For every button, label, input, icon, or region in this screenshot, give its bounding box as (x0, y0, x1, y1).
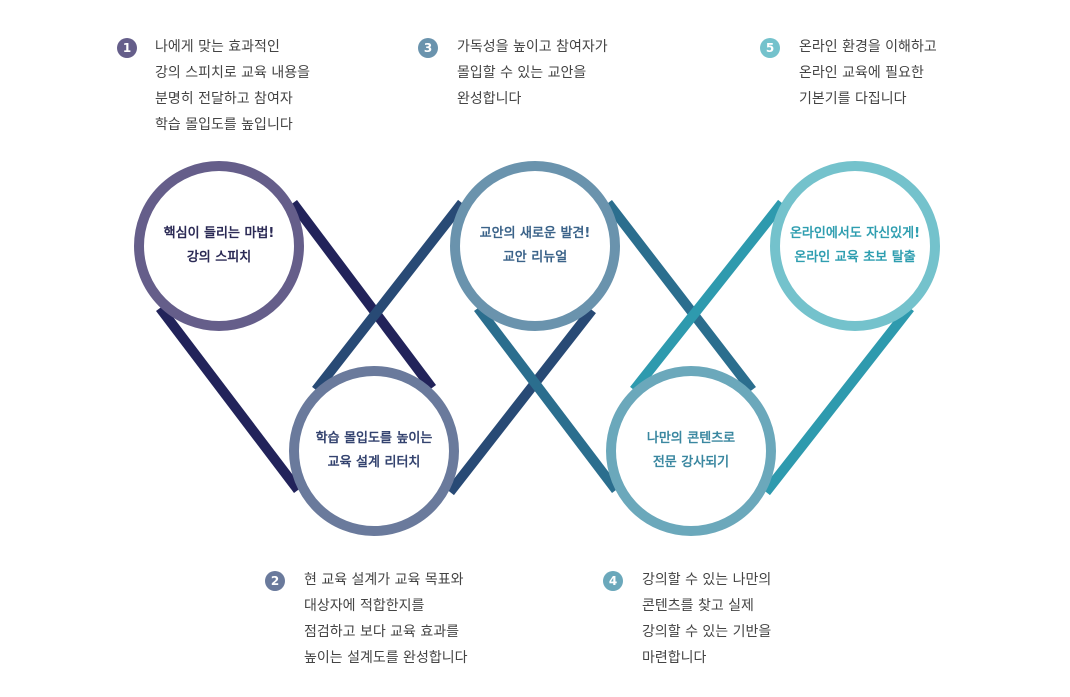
connector-line (289, 199, 436, 392)
desc-line: 완성합니다 (457, 91, 522, 107)
step-3-number-badge: 3 (418, 38, 438, 58)
title-line: 학습 몰입도를 높이는 (315, 431, 433, 446)
title-line: 온라인 교육 초보 탈출 (794, 250, 916, 265)
desc-line: 현 교육 설계가 교육 목표와 (304, 572, 464, 588)
step-1-circle (134, 161, 304, 331)
step-3-title: 교안의 새로운 발견! 교안 리뉴얼 (460, 222, 610, 270)
title-line: 강의 스피치 (186, 250, 252, 265)
step-5-circle (770, 161, 940, 331)
desc-line: 학습 몰입도를 높입니다 (155, 117, 293, 133)
step-2-title: 학습 몰입도를 높이는 교육 설계 리터치 (299, 427, 449, 475)
step-3-circle (450, 161, 620, 331)
step-3-description: 가독성을 높이고 참여자가 몰입할 수 있는 교안을 완성합니다 (457, 34, 608, 112)
step-4-circle (606, 366, 776, 536)
step-1-title: 핵심이 들리는 마법! 강의 스피치 (144, 222, 294, 270)
step-2-circle (289, 366, 459, 536)
step-5-description: 온라인 환경을 이해하고 온라인 교육에 필요한 기본기를 다집니다 (799, 34, 937, 112)
step-1-number-badge: 1 (117, 38, 137, 58)
title-line: 교안의 새로운 발견! (479, 226, 591, 241)
title-line: 교육 설계 리터치 (327, 455, 421, 470)
step-5-title: 온라인에서도 자신있게! 온라인 교육 초보 탈출 (775, 222, 935, 270)
desc-line: 점검하고 보다 교육 효과를 (304, 624, 460, 640)
connector-line (446, 306, 596, 496)
connector-line (156, 304, 302, 494)
connector-line (474, 304, 620, 494)
step-4-description: 강의할 수 있는 나만의 콘텐츠를 찾고 실제 강의할 수 있는 기반을 마련합… (642, 567, 771, 671)
connector-line (630, 199, 786, 394)
step-4-title: 나만의 콘텐츠로 전문 강사되기 (616, 427, 766, 475)
step-4-number-badge: 4 (603, 571, 623, 591)
title-line: 핵심이 들리는 마법! (163, 226, 275, 241)
title-line: 나만의 콘텐츠로 (646, 431, 736, 446)
step-5-number-badge: 5 (760, 38, 780, 58)
desc-line: 기본기를 다집니다 (799, 91, 907, 107)
desc-line: 높이는 설계도를 완성합니다 (304, 650, 468, 666)
step-1-description: 나에게 맞는 효과적인 강의 스피치로 교육 내용을 분명히 전달하고 참여자 … (155, 34, 310, 138)
connector-line (604, 199, 756, 394)
desc-line: 강의할 수 있는 나만의 (642, 572, 772, 588)
title-line: 교안 리뉴얼 (502, 250, 568, 265)
step-2-number-badge: 2 (265, 571, 285, 591)
title-line: 온라인에서도 자신있게! (789, 226, 921, 241)
desc-line: 대상자에 적합한지를 (304, 598, 425, 614)
desc-line: 분명히 전달하고 참여자 (155, 91, 293, 107)
connector-line (762, 304, 914, 496)
connector-line (312, 199, 466, 394)
desc-line: 온라인 환경을 이해하고 (799, 39, 937, 55)
desc-line: 강의 스피치로 교육 내용을 (155, 65, 311, 81)
desc-line: 강의할 수 있는 기반을 (642, 624, 772, 640)
title-line: 전문 강사되기 (652, 455, 730, 470)
desc-line: 마련합니다 (642, 650, 707, 666)
desc-line: 온라인 교육에 필요한 (799, 65, 924, 81)
desc-line: 콘텐츠를 찾고 실제 (642, 598, 754, 614)
step-2-description: 현 교육 설계가 교육 목표와 대상자에 적합한지를 점검하고 보다 교육 효과… (304, 567, 467, 671)
desc-line: 가독성을 높이고 참여자가 (457, 39, 608, 55)
desc-line: 나에게 맞는 효과적인 (155, 39, 280, 55)
desc-line: 몰입할 수 있는 교안을 (457, 65, 587, 81)
